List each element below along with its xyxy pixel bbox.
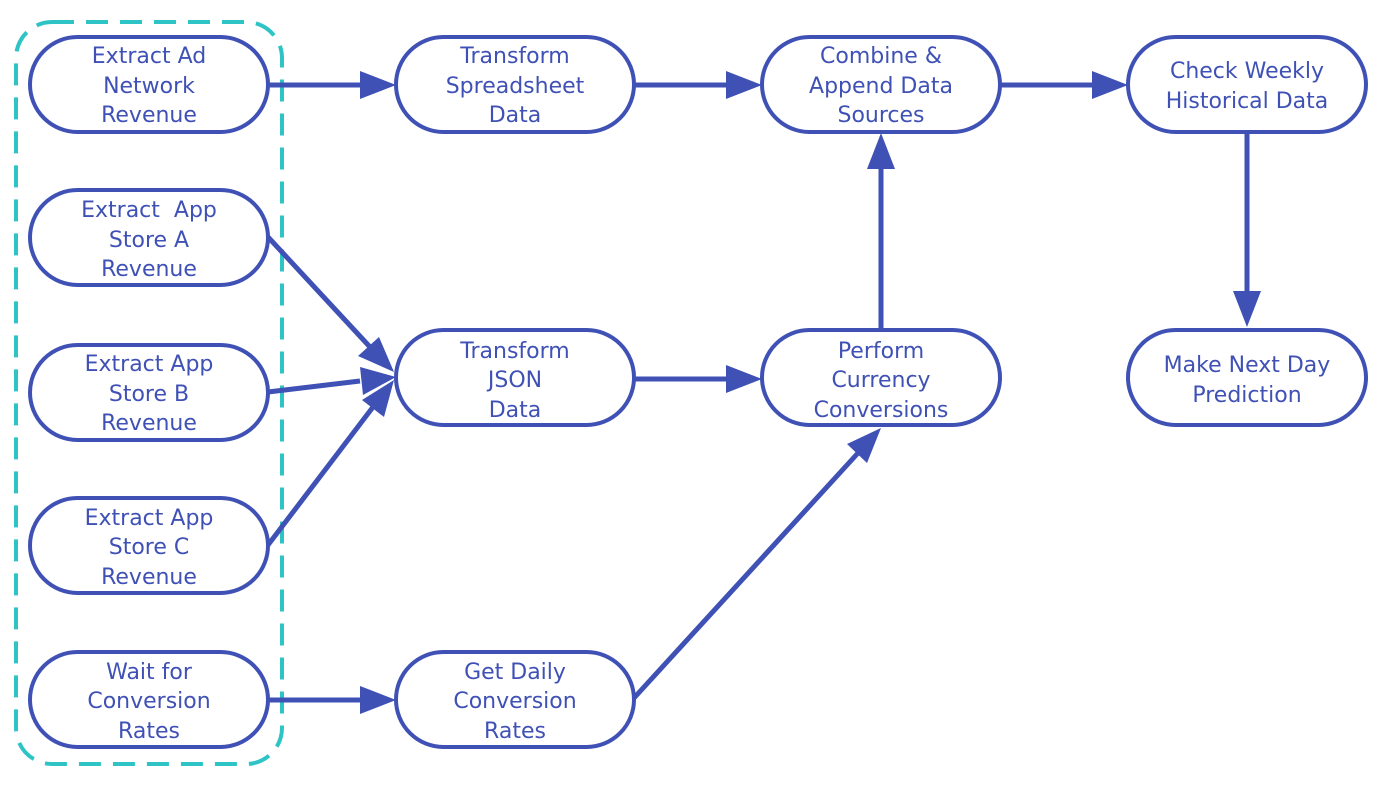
edge-extract-c-to-transform-json [266,380,394,547]
node-label-line: Conversion [453,689,576,714]
node-make-next-day-prediction: Make Next Day Prediction [1126,328,1368,427]
node-label-line: Rates [484,719,546,744]
edge-combine-to-check-weekly [1000,71,1128,99]
edge-extract-a-to-transform-json [266,235,394,372]
node-label-line: Conversion [87,689,210,714]
node-label-line: JSON [486,368,542,393]
node-label-line: Transform [459,44,569,69]
node-label-line: Data [489,398,542,423]
node-label-line: Check Weekly [1170,59,1324,84]
node-label-line: Transform [459,339,569,364]
node-extract-app-store-b-revenue: Extract App Store B Revenue [28,343,270,442]
node-label-line: Store A [109,228,189,253]
node-label-line: Store B [109,382,189,407]
edge-check-weekly-to-predict [1233,133,1261,327]
node-label-line: Revenue [101,411,197,436]
node-label-line: Append Data [809,74,953,99]
node-extract-ad-network-revenue: Extract Ad Network Revenue [28,35,270,134]
edge-extract-b-to-transform-json [267,367,396,395]
edge-transform-sheet-to-combine [634,71,762,99]
node-label-line: Sources [837,103,924,128]
node-label-line: Extract App [81,198,217,223]
node-label-line: Prediction [1192,383,1301,408]
node-label-line: Store C [109,535,190,560]
edge-currency-to-combine [867,133,895,330]
node-extract-app-store-a-revenue: Extract App Store A Revenue [28,188,270,287]
edge-extract-ad-to-transform-sheet [268,71,396,99]
node-label-line: Perform [838,339,924,364]
node-label-line: Network [103,74,195,99]
node-perform-currency-conversions: Perform Currency Conversions [760,328,1002,427]
node-check-weekly-historical-data: Check Weekly Historical Data [1126,35,1368,134]
node-label-line: Combine & [820,44,942,69]
node-get-daily-conversion-rates: Get Daily Conversion Rates [394,650,636,749]
node-label-line: Wait for [106,660,193,685]
node-label-line: Get Daily [464,660,566,685]
node-transform-json-data: Transform JSON Data [394,328,636,427]
node-label-line: Extract App [85,506,214,531]
node-label-line: Conversions [814,398,949,423]
node-label-line: Revenue [101,257,197,282]
node-label-line: Revenue [101,565,197,590]
edge-get-rates-to-currency [632,428,881,700]
extraction-group-outline [14,20,284,766]
edges [266,71,1261,714]
node-label-line: Historical Data [1166,89,1329,114]
edge-transform-json-to-currency [634,365,762,393]
node-extract-app-store-c-revenue: Extract App Store C Revenue [28,496,270,595]
node-label-line: Extract App [85,352,214,377]
node-label-line: Rates [118,719,180,744]
node-transform-spreadsheet-data: Transform Spreadsheet Data [394,35,636,134]
node-label-line: Make Next Day [1164,353,1331,378]
node-label-line: Currency [831,368,930,393]
node-label-line: Data [489,103,542,128]
node-wait-for-conversion-rates: Wait for Conversion Rates [28,650,270,749]
edge-wait-rates-to-get-rates [268,686,396,714]
node-combine-append-data-sources: Combine & Append Data Sources [760,35,1002,134]
node-label-line: Spreadsheet [446,74,585,99]
node-label-line: Revenue [101,103,197,128]
node-label-line: Extract Ad [92,44,206,69]
